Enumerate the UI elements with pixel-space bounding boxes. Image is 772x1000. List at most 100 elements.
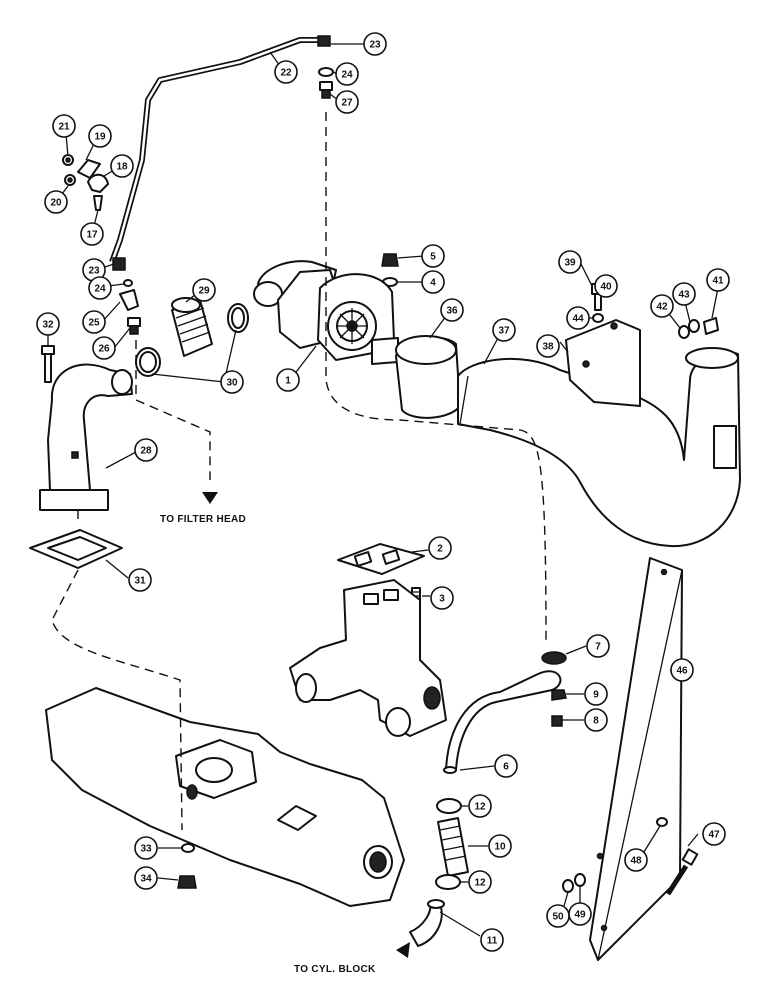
callout-number: 17 — [86, 230, 98, 241]
bracket-38 — [565, 319, 641, 407]
fittings-24-25-26 — [119, 279, 141, 335]
callout-number: 34 — [140, 874, 152, 885]
callout-number: 28 — [140, 446, 152, 457]
note-to-filter-head: TO FILTER HEAD — [160, 514, 246, 525]
callout-circle — [584, 682, 608, 706]
callout-circle — [586, 634, 610, 658]
gasket-7 — [541, 651, 567, 665]
callout-21: 21 — [52, 114, 76, 138]
callout-8: 8 — [584, 708, 608, 732]
callout-number: 44 — [572, 314, 584, 325]
callout-number: 31 — [134, 576, 146, 587]
callout-number: 50 — [552, 912, 564, 923]
clamps-12-hose-10 — [435, 798, 469, 890]
callout-27: 27 — [335, 90, 359, 114]
callout-circle — [192, 278, 216, 302]
callout-circle — [134, 866, 158, 890]
callout-number: 12 — [474, 878, 486, 889]
callout-number: 49 — [574, 910, 586, 921]
callout-circle — [36, 312, 60, 336]
callout-number: 3 — [439, 594, 445, 605]
callout-number: 22 — [280, 68, 292, 79]
callout-circle — [220, 370, 244, 394]
callout-circle — [421, 270, 445, 294]
callout-circle — [440, 298, 464, 322]
callout-6: 6 — [494, 754, 518, 778]
callout-number: 19 — [94, 132, 106, 143]
callout-circle — [702, 822, 726, 846]
callout-23a: 23 — [363, 32, 387, 56]
callout-circle — [672, 282, 696, 306]
hose-29-clamps-30 — [135, 297, 249, 377]
nut-5-washer-4 — [381, 253, 399, 287]
clamp-parts-17-21 — [62, 154, 109, 211]
callout-number: 40 — [600, 282, 612, 293]
callout-number: 9 — [593, 690, 599, 701]
callout-number: 26 — [98, 344, 110, 355]
callout-39: 39 — [558, 250, 582, 274]
fitting-24-27-top — [318, 67, 334, 99]
callout-49: 49 — [568, 902, 592, 926]
callout-17: 17 — [80, 222, 104, 246]
callout-number: 48 — [630, 856, 642, 867]
callout-circle — [558, 250, 582, 274]
callout-number: 2 — [437, 544, 443, 555]
callout-number: 43 — [678, 290, 690, 301]
callout-3: 3 — [430, 586, 454, 610]
callout-number: 47 — [708, 830, 720, 841]
callout-4: 4 — [421, 270, 445, 294]
callout-number: 42 — [656, 302, 668, 313]
callout-number: 38 — [542, 342, 554, 353]
callout-28: 28 — [134, 438, 158, 462]
callout-30: 30 — [220, 370, 244, 394]
callout-number: 25 — [88, 318, 100, 329]
callout-24b: 24 — [88, 276, 112, 300]
arrow-to-cyl-block — [396, 942, 410, 958]
callout-circle — [421, 244, 445, 268]
callout-circle — [134, 836, 158, 860]
callout-25: 25 — [82, 310, 106, 334]
oil-drain-tube-6 — [443, 670, 562, 774]
nuts-33-34 — [177, 843, 197, 889]
gasket-2 — [337, 543, 425, 575]
callout-circle — [335, 62, 359, 86]
callout-24a: 24 — [335, 62, 359, 86]
callout-circle — [92, 336, 116, 360]
callout-circle — [468, 870, 492, 894]
callout-number: 33 — [140, 844, 152, 855]
callout-circle — [670, 658, 694, 682]
callout-number: 24 — [94, 284, 106, 295]
gasket-31 — [29, 529, 123, 569]
callout-circle — [706, 268, 730, 292]
callout-1: 1 — [276, 368, 300, 392]
callout-number: 1 — [285, 376, 291, 387]
callout-number: 10 — [494, 842, 506, 853]
callout-circle — [594, 274, 618, 298]
callout-19: 19 — [88, 124, 112, 148]
hose-36 — [395, 335, 461, 419]
oil-supply-tube-22 — [109, 35, 331, 271]
shield-46 — [589, 557, 683, 961]
callout-47: 47 — [702, 822, 726, 846]
callout-31: 31 — [128, 568, 152, 592]
callout-circle — [488, 834, 512, 858]
callout-circle — [428, 536, 452, 560]
callout-2: 2 — [428, 536, 452, 560]
callout-circle — [492, 318, 516, 342]
callout-circle — [128, 568, 152, 592]
callout-number: 6 — [503, 762, 509, 773]
callout-33: 33 — [134, 836, 158, 860]
callout-circle — [335, 90, 359, 114]
callout-number: 27 — [341, 98, 353, 109]
callout-number: 30 — [226, 378, 238, 389]
callout-circle — [80, 222, 104, 246]
callout-circle — [468, 794, 492, 818]
callout-number: 46 — [676, 666, 688, 677]
bolt-32 — [41, 345, 55, 383]
callout-12a: 12 — [468, 794, 492, 818]
callout-circle — [568, 902, 592, 926]
callout-number: 41 — [712, 276, 724, 287]
callout-circle — [480, 928, 504, 952]
callout-number: 7 — [595, 642, 601, 653]
